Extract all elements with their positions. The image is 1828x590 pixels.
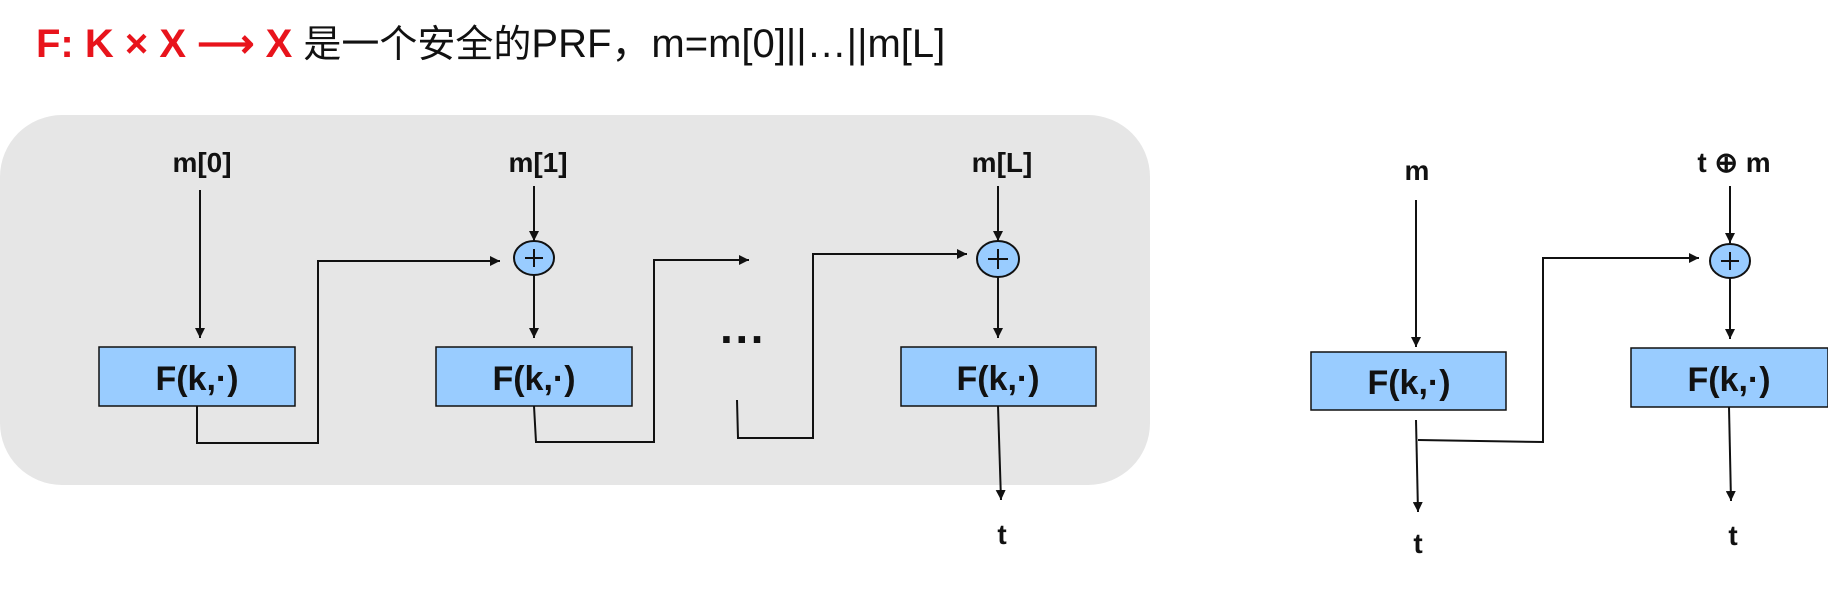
input-label-t-xor-m: t ⊕ m <box>1697 147 1770 178</box>
prf-box-label: F(k,·) <box>956 360 1039 398</box>
input-label-m0: m[0] <box>172 147 231 178</box>
output-label-t-right-2: t <box>1728 520 1737 551</box>
prf-box-L: F(k,·) <box>900 346 1097 407</box>
prf-box-label: F(k,·) <box>492 360 575 398</box>
prf-box-2: F(k,·) <box>435 346 633 407</box>
input-label-mL: m[L] <box>972 147 1033 178</box>
output-label-t: t <box>997 519 1006 550</box>
title-rest: PRF，m=m[0]||…||m[L] <box>531 22 946 66</box>
title-prefix: F: K × X ⟶ X <box>36 22 293 66</box>
prf-box-1: F(k,·) <box>98 346 296 407</box>
xor-icon <box>513 240 555 276</box>
xor-icon <box>1709 243 1751 279</box>
output-label-t-right-1: t <box>1413 528 1422 559</box>
input-label-m1: m[1] <box>508 147 567 178</box>
prf-box-label: F(k,·) <box>155 360 238 398</box>
page-title: F: K × X ⟶ X 是一个安全的PRF，m=m[0]||…||m[L] <box>36 14 945 74</box>
prf-box-right-1: F(k,·) <box>1310 351 1507 411</box>
prf-box-label: F(k,·) <box>1367 364 1450 402</box>
input-label-m: m <box>1405 155 1430 186</box>
xor-icon <box>976 240 1020 278</box>
prf-box-right-2: F(k,·) <box>1630 347 1828 408</box>
prf-box-label: F(k,·) <box>1687 361 1770 399</box>
ellipsis: ··· <box>720 313 766 365</box>
title-chinese: 是一个安全的 <box>303 22 532 66</box>
